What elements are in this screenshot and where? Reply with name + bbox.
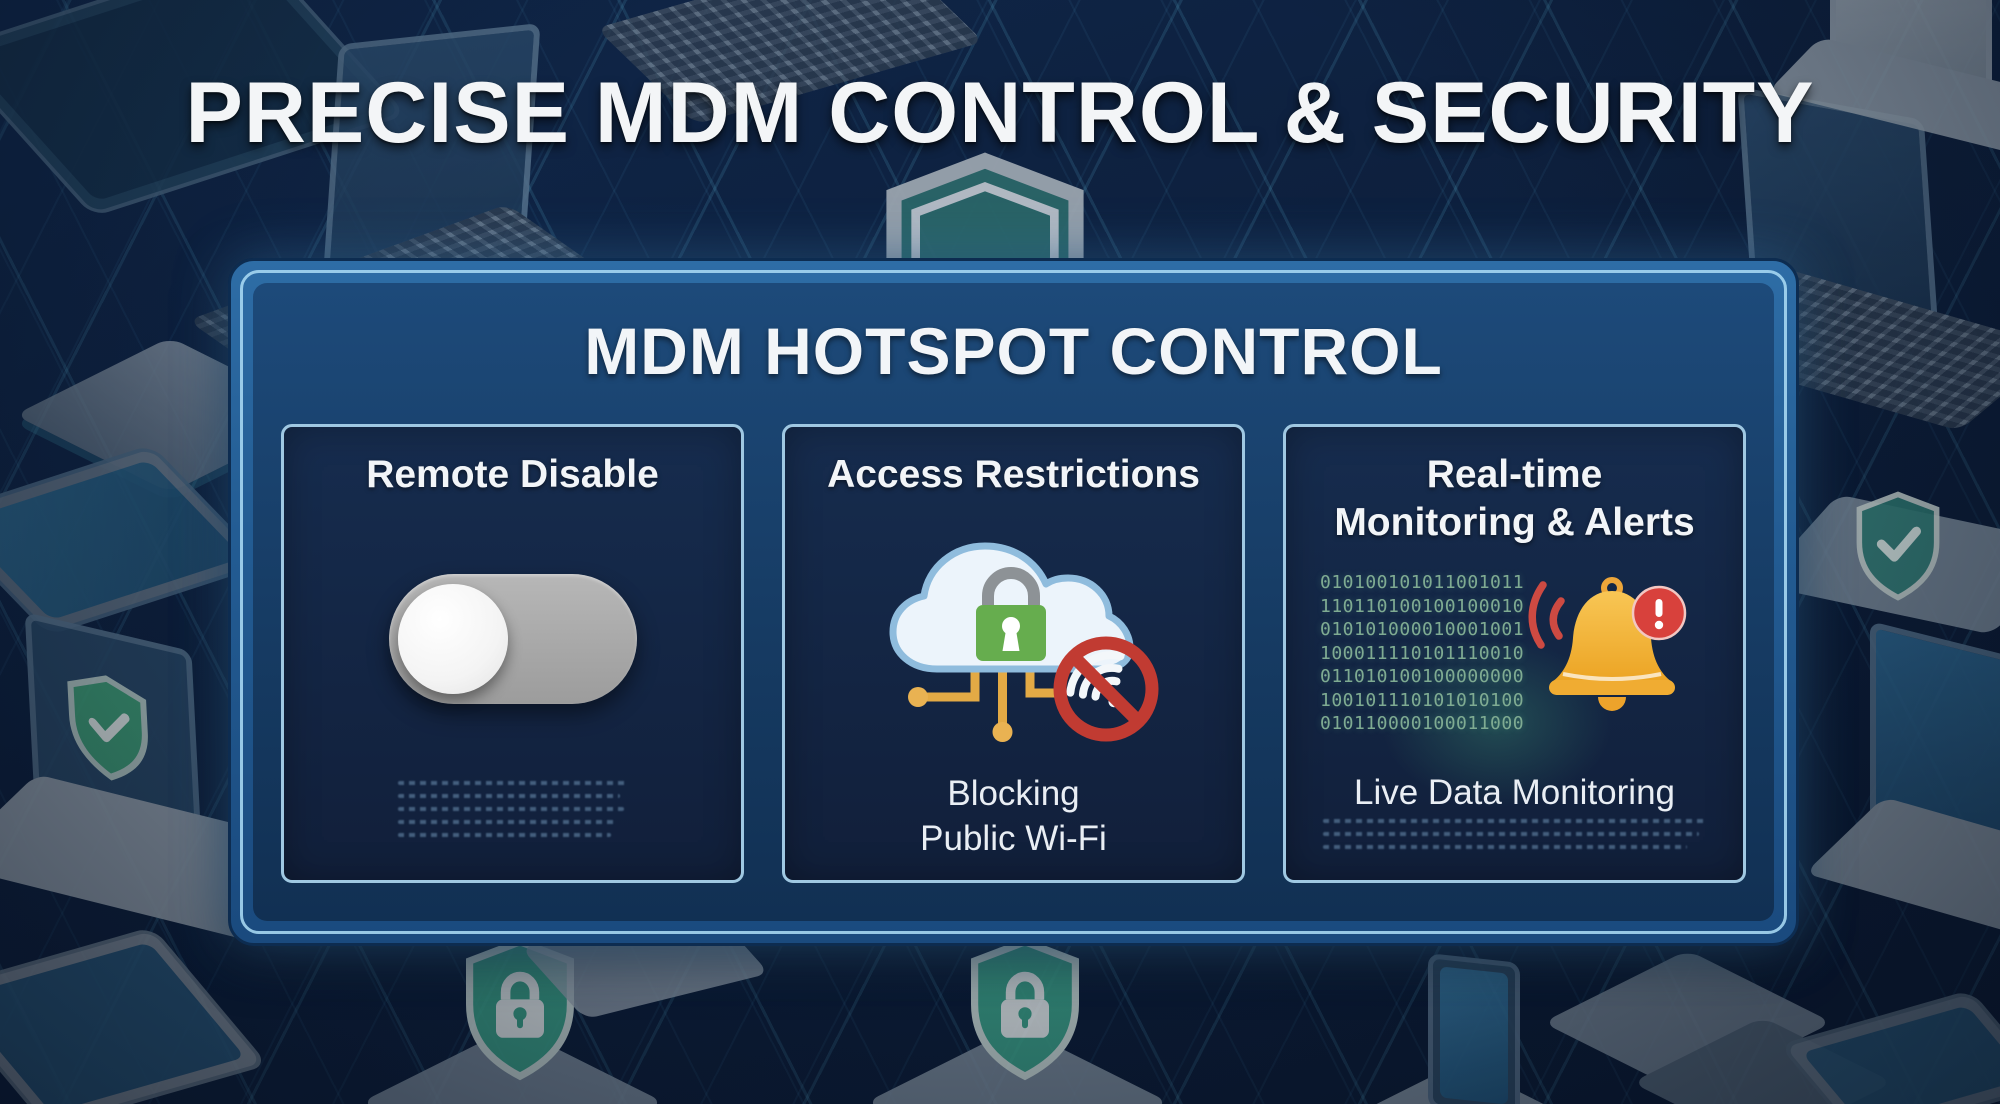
toggle-knob bbox=[397, 584, 508, 694]
card-title: Access Restrictions bbox=[827, 453, 1200, 496]
panel-body: MDM HOTSPOT CONTROL Remote Disable bbox=[253, 283, 1774, 921]
blurred-microtext bbox=[398, 772, 627, 846]
panel-title: MDM HOTSPOT CONTROL bbox=[584, 314, 1443, 388]
blurred-microtext bbox=[1322, 810, 1707, 858]
laptop-illustration bbox=[1804, 621, 2000, 934]
card-realtime-monitoring: Real-time Monitoring & Alerts 0101001010… bbox=[1283, 424, 1746, 883]
remote-disable-toggle-icon[interactable] bbox=[388, 574, 637, 704]
feature-cards-row: Remote Disable Access Restrictions bbox=[281, 424, 1746, 883]
card-access-restrictions: Access Restrictions bbox=[782, 424, 1245, 883]
card-caption: Blocking Public Wi-Fi bbox=[920, 774, 1107, 859]
mdm-hotspot-panel: MDM HOTSPOT CONTROL Remote Disable bbox=[228, 258, 1799, 946]
shield-check-icon bbox=[1856, 491, 1940, 601]
cloud-lock-blocked-wifi-icon bbox=[859, 509, 1169, 761]
binary-data-stream: 010100101011001011 110110100100100010 01… bbox=[1320, 572, 1525, 734]
page-title: PRECISE MDM CONTROL & SECURITY bbox=[185, 65, 1815, 161]
alert-bell-icon bbox=[1528, 575, 1698, 737]
shield-lock-illustration bbox=[865, 935, 1170, 1104]
shield-check-icon bbox=[67, 675, 148, 781]
phone-illustration bbox=[0, 926, 269, 1104]
card-title: Remote Disable bbox=[366, 453, 659, 496]
card-remote-disable: Remote Disable bbox=[281, 424, 744, 883]
shield-lock-icon bbox=[971, 937, 1079, 1081]
card-title: Real-time Monitoring & Alerts bbox=[1334, 453, 1695, 544]
